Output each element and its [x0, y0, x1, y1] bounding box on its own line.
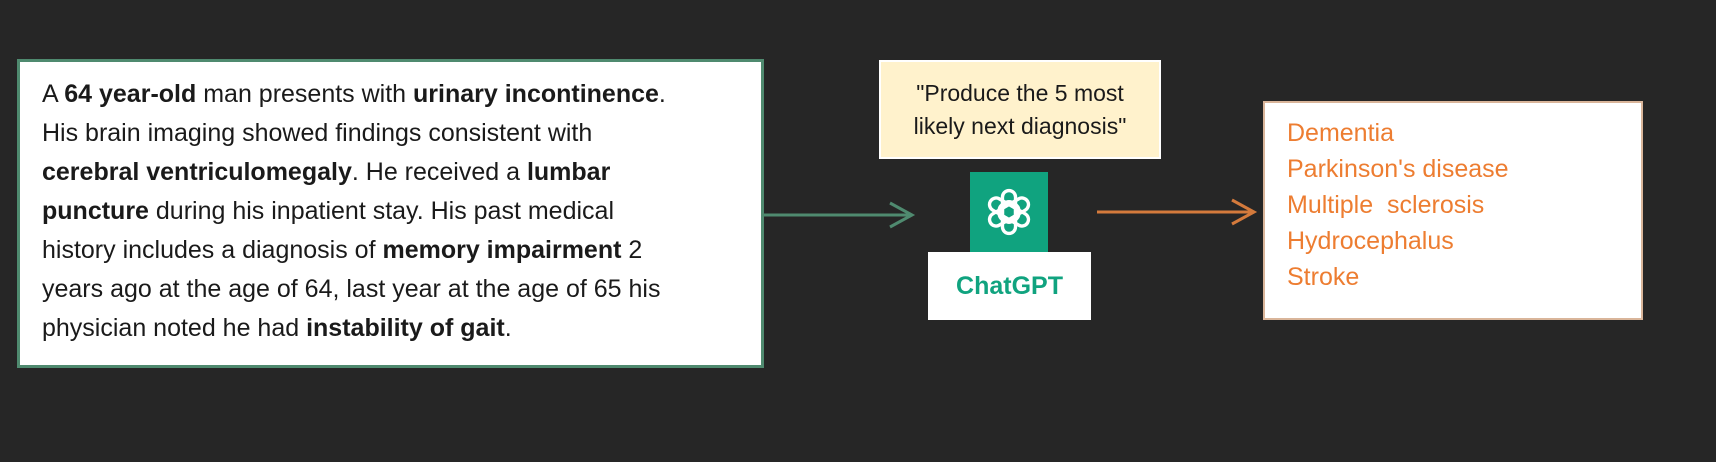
case-highlight-history: memory impairment [382, 236, 622, 264]
case-description-box: A 64 year-old man presents with urinary … [17, 59, 764, 368]
diagnosis-list-box: Dementia Parkinson's disease Multiple sc… [1263, 101, 1643, 320]
case-text: 2 [621, 236, 643, 264]
model-name-box: ChatGPT [928, 252, 1091, 320]
case-text: man presents with [196, 80, 414, 108]
diagnosis-item: Hydrocephalus [1287, 227, 1454, 255]
case-line-2: His brain imaging showed findings consis… [42, 119, 593, 147]
case-text: history includes a diagnosis of [42, 236, 383, 264]
diagnosis-item: Stroke [1287, 263, 1360, 291]
case-text: during his inpatient stay. His past medi… [148, 197, 614, 225]
case-line-6: years ago at the age of 64, last year at… [42, 275, 661, 303]
diagnosis-item: Parkinson's disease [1287, 155, 1509, 183]
openai-logo-icon [987, 188, 1031, 236]
case-line-7: physician noted he had instability of ga… [42, 309, 741, 348]
case-line-3: cerebral ventriculomegaly. He received a… [42, 153, 741, 192]
case-text: physician noted he had [42, 314, 307, 342]
prompt-line-1: "Produce the 5 most [916, 79, 1124, 106]
case-text: . [504, 314, 512, 342]
case-highlight-age: 64 year-old [64, 80, 197, 108]
case-line-4: puncture during his inpatient stay. His … [42, 192, 741, 231]
case-text: A [42, 80, 65, 108]
prompt-box: "Produce the 5 most likely next diagnosi… [879, 60, 1161, 159]
case-text: . [658, 80, 666, 108]
diagnosis-item: Dementia [1287, 119, 1394, 147]
input-arrow [764, 201, 916, 229]
case-highlight-procedure: lumbar [526, 158, 611, 186]
case-highlight-procedure: puncture [42, 197, 149, 225]
output-arrow [1097, 198, 1258, 226]
case-line-5: history includes a diagnosis of memory i… [42, 231, 741, 270]
model-name: ChatGPT [956, 271, 1063, 300]
case-highlight-finding: cerebral ventriculomegaly [42, 158, 352, 186]
diagnosis-item: Multiple sclerosis [1287, 191, 1485, 219]
case-highlight-symptom: urinary incontinence [413, 80, 659, 108]
case-highlight-symptom: instability of gait [306, 314, 505, 342]
case-text: . He received a [351, 158, 527, 186]
chatgpt-logo-tile [970, 172, 1048, 252]
case-line-1: A 64 year-old man presents with urinary … [42, 75, 741, 114]
prompt-line-2: likely next diagnosis" [913, 112, 1127, 139]
